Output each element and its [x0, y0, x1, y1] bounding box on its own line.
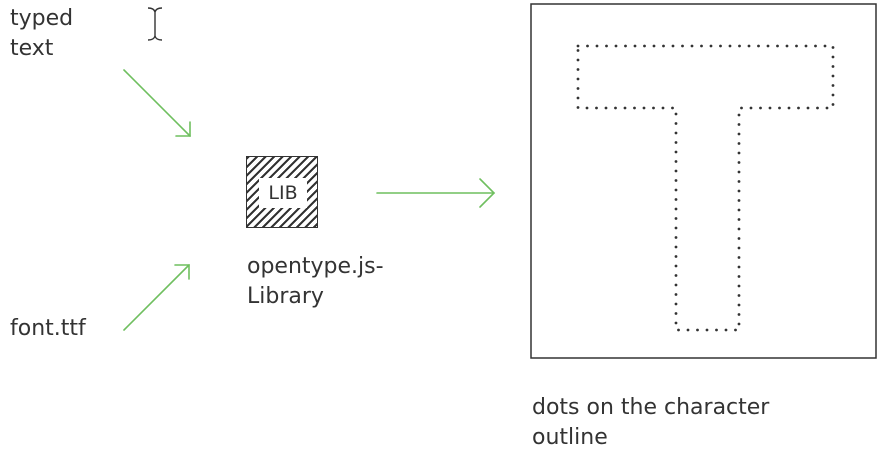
output-frame — [530, 3, 877, 359]
text-cursor-icon — [147, 7, 163, 41]
dotted-t-outline — [576, 44, 835, 332]
arrow-font-to-library — [123, 264, 190, 331]
library-badge: LIB — [259, 178, 307, 208]
font-file-label: font.ttf — [10, 316, 86, 341]
arrow-library-to-output — [376, 178, 496, 208]
typed-text-label: typed text — [10, 6, 74, 61]
library-icon: LIB — [246, 156, 318, 228]
arrow-text-to-library — [123, 69, 191, 137]
output-caption: dots on the character outline — [532, 395, 770, 450]
library-name-label: opentype.js- Library — [247, 254, 384, 309]
